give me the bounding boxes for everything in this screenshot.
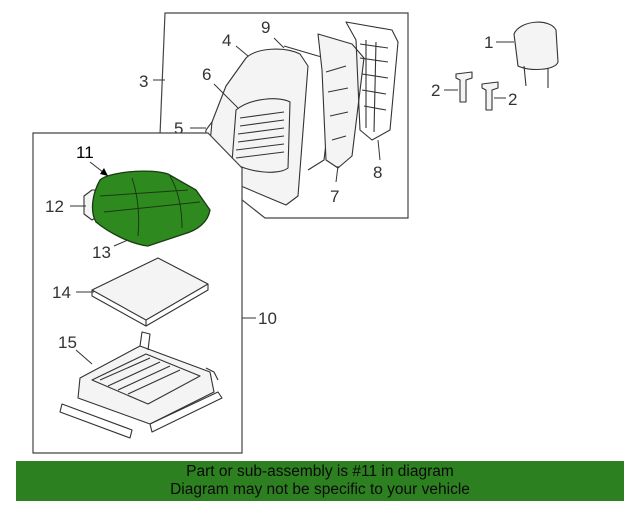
callout-12[interactable]: 12 [45, 197, 64, 216]
leader-9 [273, 37, 285, 49]
headrest[interactable] [513, 21, 559, 88]
callout-13[interactable]: 13 [92, 243, 111, 262]
callout-15[interactable]: 15 [58, 333, 77, 352]
headrest-guide-left[interactable] [455, 71, 473, 103]
banner-line-1: Part or sub-assembly is #11 in diagram [186, 463, 454, 480]
callout-4[interactable]: 4 [222, 31, 231, 50]
leader-6 [213, 83, 239, 109]
seat-back-panel-details [325, 65, 349, 141]
callout-6[interactable]: 6 [202, 65, 211, 84]
leader-13 [113, 239, 129, 247]
callout-9[interactable]: 9 [261, 18, 270, 37]
headrest-guide-right[interactable] [481, 81, 499, 111]
callout-2a[interactable]: 2 [431, 81, 440, 100]
callout-2b[interactable]: 2 [508, 90, 517, 109]
seat-track-frame[interactable] [59, 331, 223, 439]
leader-4 [235, 45, 249, 57]
callout-7[interactable]: 7 [330, 187, 339, 206]
callout-1[interactable]: 1 [484, 33, 493, 52]
seat-back-frame[interactable] [345, 21, 399, 141]
leader-7 [335, 165, 339, 183]
callout-8[interactable]: 8 [373, 163, 382, 182]
banner-line-2: Diagram may not be specific to your vehi… [170, 481, 470, 498]
callout-10[interactable]: 10 [258, 309, 277, 328]
seat-back-pad-ribs[interactable] [231, 98, 291, 173]
info-banner: Part or sub-assembly is #11 in diagram D… [16, 461, 624, 501]
callout-14[interactable]: 14 [52, 283, 71, 302]
callout-3[interactable]: 3 [139, 72, 148, 91]
seat-cushion-cover-highlighted[interactable] [91, 170, 211, 247]
leader-15 [75, 349, 93, 365]
callout-11[interactable]: 11 [76, 143, 94, 162]
leader-8 [377, 139, 381, 161]
seat-cushion-pad[interactable] [91, 257, 209, 327]
seat-back-panel[interactable] [317, 33, 365, 169]
callout-5[interactable]: 5 [174, 119, 183, 138]
leader-11-arrowhead [100, 168, 108, 176]
